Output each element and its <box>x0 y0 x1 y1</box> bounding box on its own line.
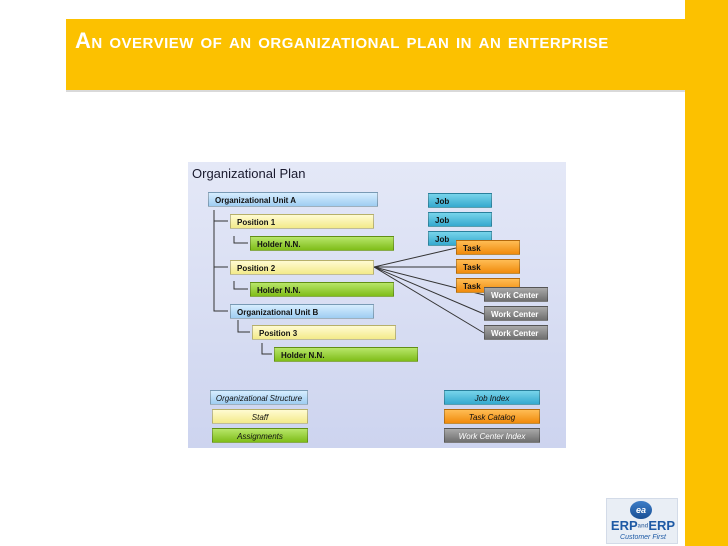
legend-assignments: Assignments <box>212 428 308 443</box>
holder-3: Holder N.N. <box>274 347 418 362</box>
diagram-title: Organizational Plan <box>192 166 306 181</box>
title-divider <box>66 90 685 92</box>
task-1: Task <box>456 240 520 255</box>
job-1: Job <box>428 193 492 208</box>
holder-1: Holder N.N. <box>250 236 394 251</box>
work-center-1: Work Center <box>484 287 548 302</box>
legend-task-catalog: Task Catalog <box>444 409 540 424</box>
logo-left: ERP <box>610 518 638 533</box>
legend-org-structure: Organizational Structure <box>210 390 308 405</box>
work-center-2: Work Center <box>484 306 548 321</box>
position-1: Position 1 <box>230 214 374 229</box>
title-bar: An overview of an organizational plan in… <box>66 19 685 90</box>
position-3: Position 3 <box>252 325 396 340</box>
position-2: Position 2 <box>230 260 374 275</box>
company-logo: ea ERPandERP Customer First <box>606 498 678 544</box>
org-unit-a: Organizational Unit A <box>208 192 378 207</box>
legend-job-index: Job Index <box>444 390 540 405</box>
logo-badge-icon: ea <box>630 501 652 519</box>
task-2: Task <box>456 259 520 274</box>
job-2: Job <box>428 212 492 227</box>
legend-staff: Staff <box>212 409 308 424</box>
logo-right: ERP <box>648 518 676 533</box>
legend-work-center-index: Work Center Index <box>444 428 540 443</box>
holder-2: Holder N.N. <box>250 282 394 297</box>
org-unit-b: Organizational Unit B <box>230 304 374 319</box>
accent-band <box>685 0 728 546</box>
work-center-3: Work Center <box>484 325 548 340</box>
logo-wordmark: ERPandERP <box>609 519 677 534</box>
slide-title: An overview of an organizational plan in… <box>75 28 609 53</box>
org-plan-diagram: Organizational Plan Organizational Unit … <box>188 162 566 448</box>
logo-and: and <box>637 523 649 530</box>
logo-tagline: Customer First <box>620 534 666 541</box>
